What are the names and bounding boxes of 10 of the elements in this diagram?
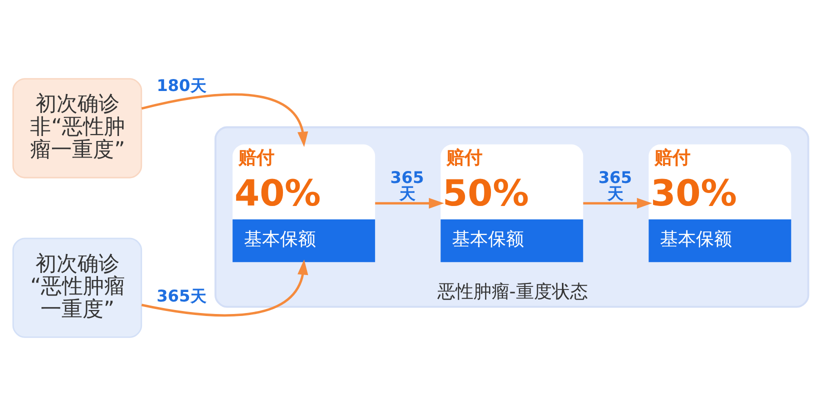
arrow	[141, 92, 308, 146]
node-box: 初次确诊“恶性肿瘤一重度”	[12, 237, 142, 338]
edge-label: 365天	[598, 167, 632, 203]
edge-label: 180天	[156, 75, 206, 94]
edge-label: 365天	[156, 286, 206, 306]
arrow	[375, 197, 444, 208]
edge-label: 365天	[390, 167, 424, 203]
arrow	[141, 259, 308, 316]
node-box: 初次确诊非“恶性肿瘤一重度”	[12, 78, 142, 178]
arrow	[583, 197, 652, 208]
